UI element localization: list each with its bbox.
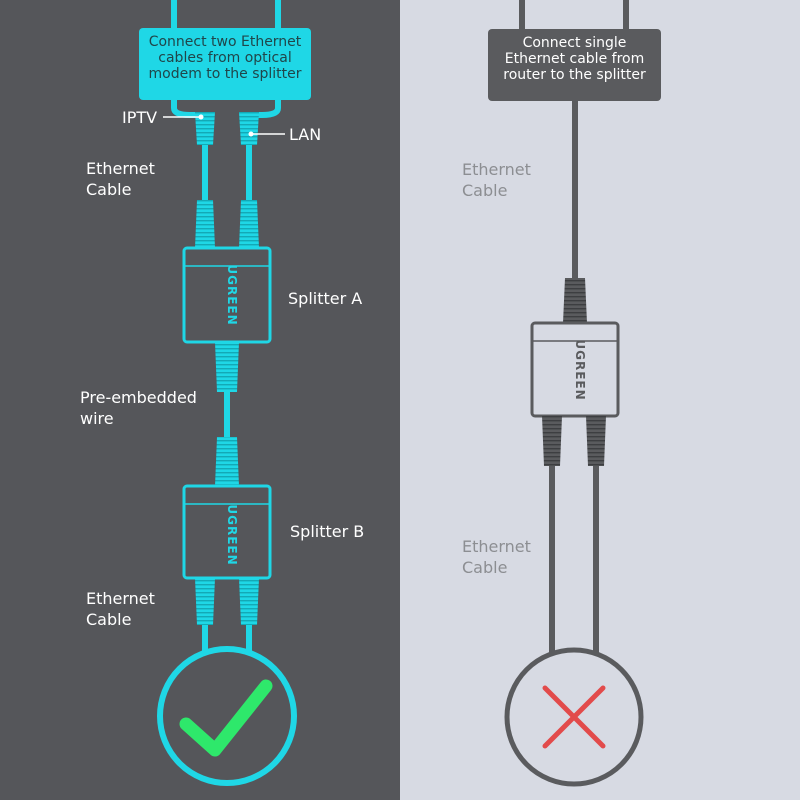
plug-lan xyxy=(239,112,259,145)
splitter-right-brand: UGREEN xyxy=(573,339,587,400)
label-right-ethernet-cable-top: Ethernet Cable xyxy=(462,160,531,200)
plug-b-out-1 xyxy=(195,578,215,625)
label-splitter-a: Splitter A xyxy=(288,289,363,308)
cable-right-top-1 xyxy=(519,0,525,30)
cable-right-single xyxy=(572,100,578,280)
cable-right-bottom-2 xyxy=(593,466,599,656)
plug-b-in xyxy=(215,437,239,486)
cable-lan-top xyxy=(275,0,281,30)
right-instruction-text: Connect single Ethernet cable from route… xyxy=(503,35,646,83)
splitter-right-box xyxy=(530,321,620,418)
left-instruction-callout: Connect two Ethernet cables from optical… xyxy=(139,28,311,100)
lan-leader-dot xyxy=(248,131,254,137)
cable-bottom-2 xyxy=(246,625,252,653)
cable-iptv-top xyxy=(171,0,177,30)
cable-lan-mid xyxy=(246,145,252,200)
label-pre-embedded-wire: Pre-embedded wire xyxy=(80,388,197,428)
right-instruction-callout: Connect single Ethernet cable from route… xyxy=(488,29,661,101)
splitter-b-brand: UGREEN xyxy=(225,504,239,565)
plug-right-in xyxy=(563,278,587,323)
plug-b-out-2 xyxy=(239,578,259,625)
iptv-leader-dot xyxy=(198,114,204,120)
cross-icon xyxy=(542,685,606,749)
label-splitter-b: Splitter B xyxy=(290,522,365,541)
splitter-b-box xyxy=(182,484,272,580)
check-icon xyxy=(179,679,273,757)
label-lan: LAN xyxy=(289,125,322,144)
cable-right-top-2 xyxy=(623,0,629,30)
label-iptv: IPTV xyxy=(122,108,158,127)
cable-lan-bend xyxy=(246,100,281,125)
label-ethernet-cable-top: Ethernet Cable xyxy=(86,159,155,199)
plug-a-in-1 xyxy=(195,200,215,248)
cable-right-bottom-1 xyxy=(549,466,555,656)
splitter-a-brand: UGREEN xyxy=(225,264,239,325)
pre-embedded-wire-line xyxy=(224,392,230,437)
cable-iptv-mid xyxy=(202,145,208,200)
label-right-ethernet-cable-bottom: Ethernet Cable xyxy=(462,537,531,577)
cable-bottom-1 xyxy=(202,625,208,653)
cable-iptv-bend xyxy=(171,100,208,125)
plug-right-out-1 xyxy=(542,416,562,466)
plug-right-out-2 xyxy=(586,416,606,466)
left-cables xyxy=(157,0,297,786)
result-circle-left xyxy=(157,646,297,786)
left-instruction-text: Connect two Ethernet cables from optical… xyxy=(148,34,302,82)
label-ethernet-cable-bottom: Ethernet Cable xyxy=(86,589,155,629)
plug-a-in-2 xyxy=(239,200,259,248)
plug-iptv xyxy=(195,112,215,145)
right-cables xyxy=(504,0,644,787)
plug-a-out xyxy=(215,342,239,392)
